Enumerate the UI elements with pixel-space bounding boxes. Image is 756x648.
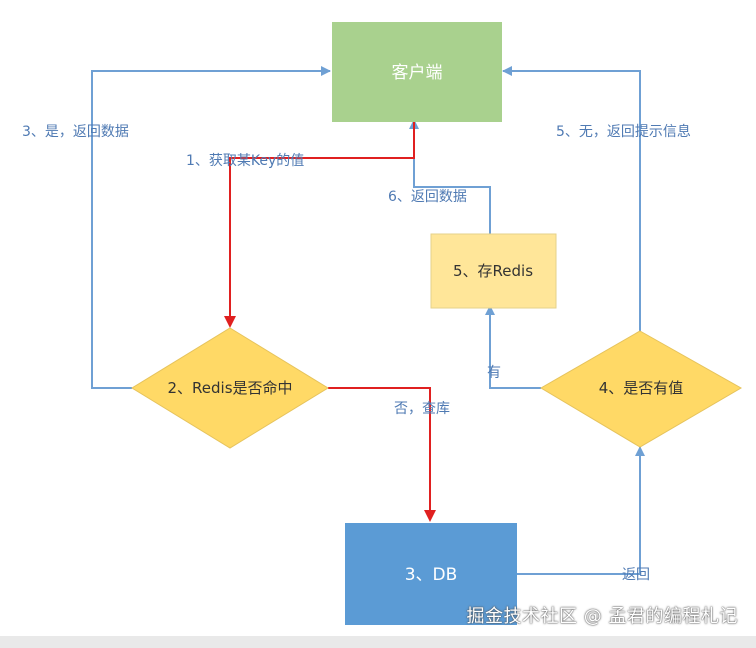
client-node [332, 22, 502, 122]
client-node-label: 客户端 [392, 63, 443, 83]
edge-no-query-label: 否，查库 [394, 401, 450, 417]
edge-yes-return-label: 3、是，返回数据 [22, 124, 129, 140]
edge-none-return-label: 5、无，返回提示信息 [556, 123, 691, 140]
edge-get-key-label: 1、获取某Key的值 [186, 153, 304, 169]
store-redis-node [430, 233, 557, 309]
db-node [345, 523, 517, 625]
edge-db-return-label: 返回 [622, 567, 650, 583]
redis-hit-decision-label: 2、Redis是否命中 [167, 379, 292, 397]
edge-yes-return-line [91, 66, 331, 389]
edge-no-query-line [328, 387, 436, 522]
edge-get-key-line [224, 122, 415, 328]
edge-has-label: 有 [487, 365, 501, 381]
watermark-text: 掘金技术社区 @ 孟君的编程札记 [466, 606, 738, 627]
store-redis-node-label: 5、存Redis [453, 262, 533, 280]
has-value-decision-label: 4、是否有值 [599, 379, 684, 397]
footer-bar [0, 636, 756, 648]
db-node-label: 3、DB [405, 565, 458, 585]
edge-return-data-label: 6、返回数据 [388, 189, 467, 205]
has-value-decision [540, 330, 743, 448]
edge-db-return-line [517, 446, 645, 575]
edge-return-data-line [409, 119, 491, 234]
edge-none-return-line [502, 66, 641, 331]
edge-has-line [485, 305, 541, 389]
redis-hit-decision [131, 327, 329, 449]
